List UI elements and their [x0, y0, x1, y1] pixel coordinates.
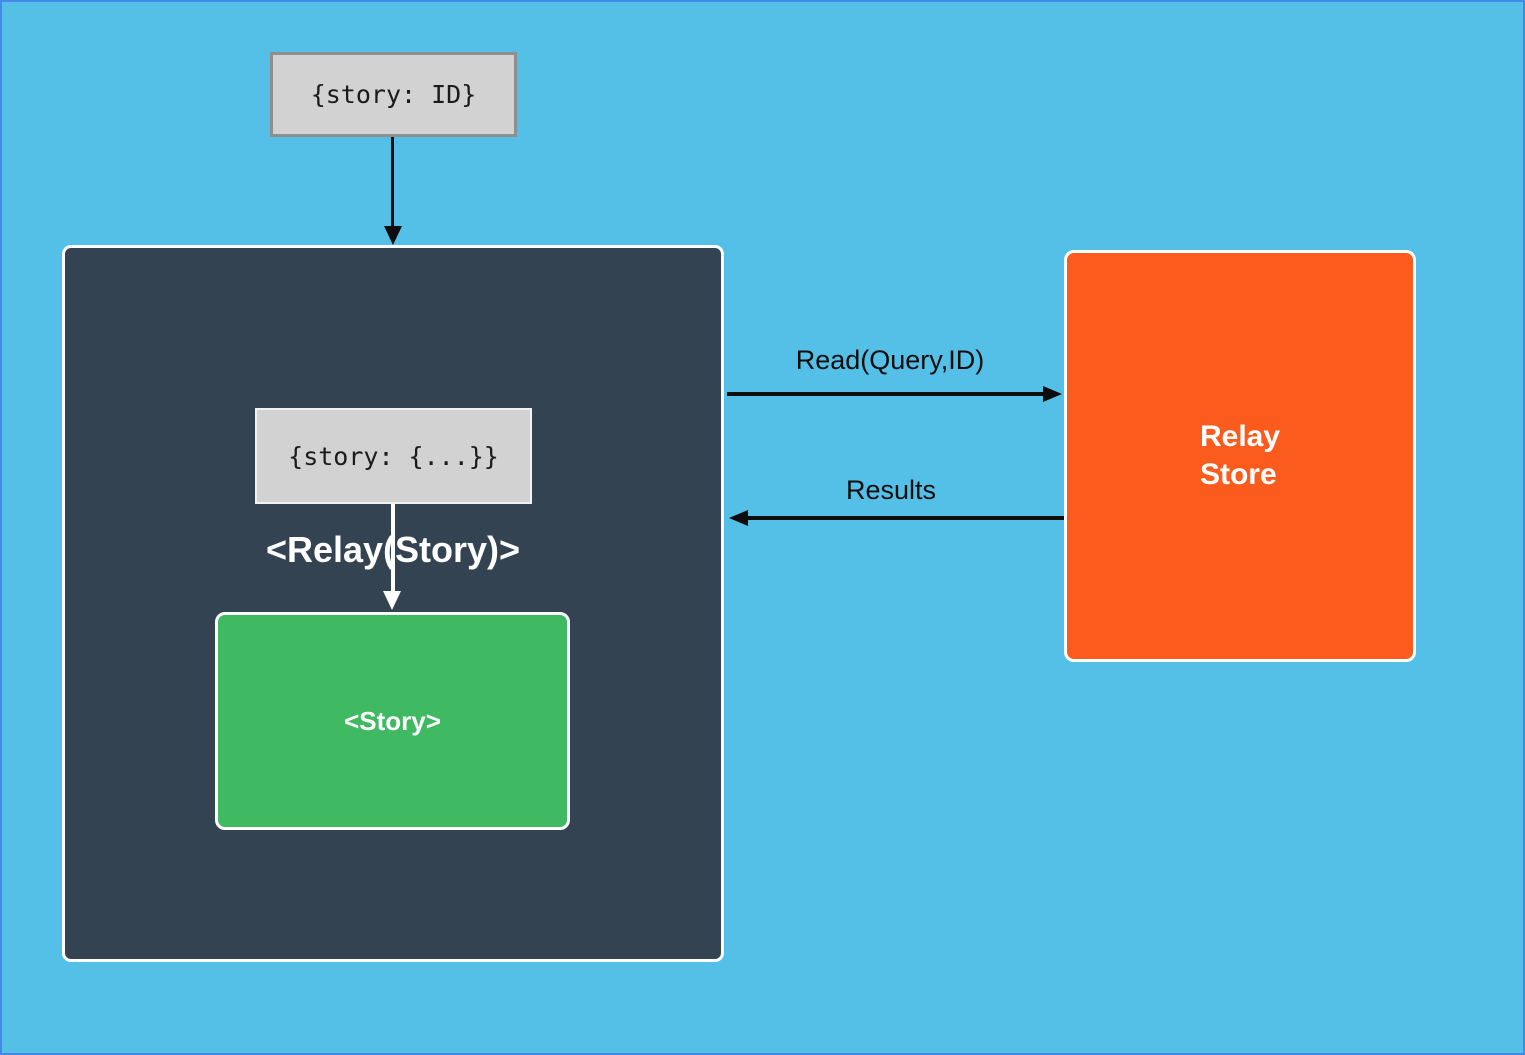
read-arrow-line [727, 392, 1046, 396]
story-label: <Story> [344, 705, 441, 736]
results-arrow-line [746, 516, 1064, 520]
input-id-box: {story: ID} [270, 52, 517, 137]
arrowhead-left-icon [729, 510, 748, 526]
props-box: {story: {...}} [255, 408, 532, 504]
props-arrow-line [391, 504, 395, 592]
relay-store-label: Relay Store [1200, 418, 1280, 494]
story-box: <Story> [215, 612, 570, 830]
read-arrow-label: Read(Query,ID) [795, 345, 985, 375]
input-id-label: {story: ID} [310, 80, 477, 109]
arrowhead-down-white-icon [383, 591, 401, 610]
props-label: {story: {...}} [288, 441, 499, 471]
arrowhead-down-icon [384, 226, 402, 245]
input-arrow-line [391, 137, 394, 228]
relay-store-box: Relay Store [1064, 250, 1416, 662]
arrowhead-right-icon [1043, 386, 1062, 402]
relay-store-label-line1: Relay [1199, 420, 1281, 453]
relay-store-label-line2: Store [1199, 458, 1277, 491]
results-arrow-label: Results [845, 475, 937, 505]
